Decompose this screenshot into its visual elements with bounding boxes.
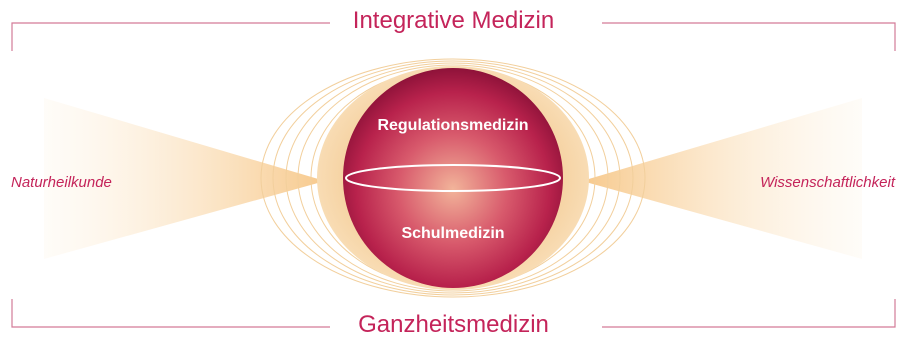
- halo-rings: [260, 58, 646, 298]
- left-cone: [44, 98, 325, 259]
- right-cone: [582, 98, 862, 259]
- sphere-upper-label: Regulationsmedizin: [377, 117, 529, 134]
- right-side-label: Wissenschaftlichkeit: [760, 174, 895, 191]
- top-frame-line: [11, 22, 896, 51]
- sphere: [343, 68, 563, 288]
- bottom-frame-line: [11, 299, 896, 328]
- sphere-lower-label: Schulmedizin: [401, 225, 505, 242]
- top-title: Integrative Medizin: [352, 7, 555, 34]
- left-side-label: Naturheilkunde: [11, 174, 112, 191]
- sphere-equator: [345, 164, 561, 192]
- bottom-title: Ganzheitsmedizin: [358, 311, 549, 338]
